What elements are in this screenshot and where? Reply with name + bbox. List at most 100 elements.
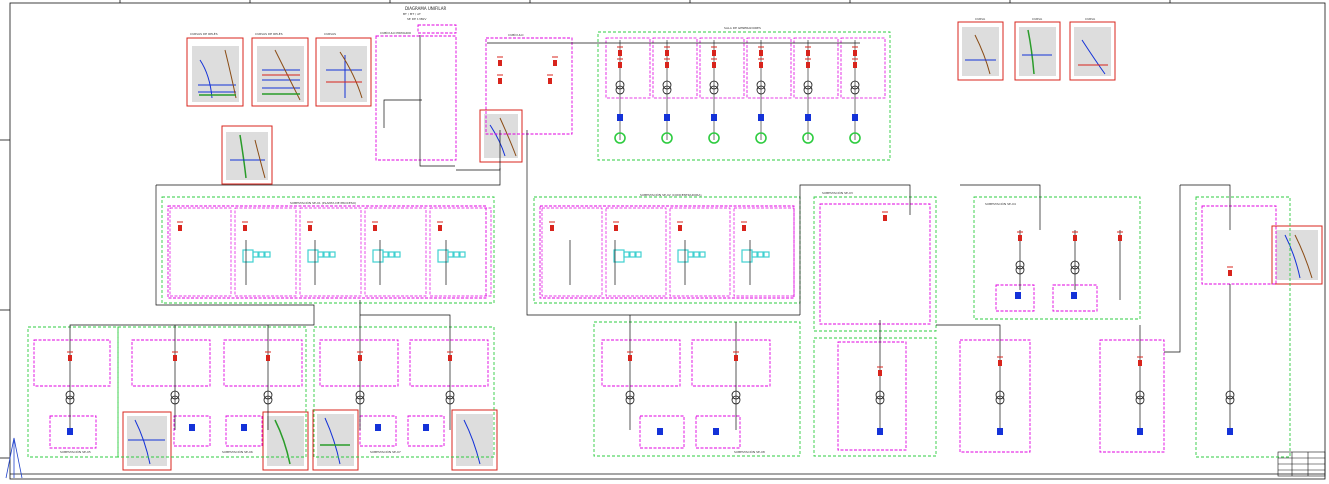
transformer-icon [756,85,766,95]
transformer-icon [850,80,860,90]
transformer-icon [625,395,635,405]
capacitor-icon [323,251,330,258]
switchgear-cell [364,207,427,297]
capacitor-icon [447,251,454,258]
relay-icon [372,249,384,263]
capacitor-icon [763,251,770,258]
curve-panel [479,109,523,163]
breaker-icon [665,62,669,68]
meter-icon [877,428,883,435]
generator-cell [652,37,698,99]
substation-se03: SUBESTACIÓN SE-03 [813,190,937,332]
breaker-icon [665,50,669,56]
curve-panel: CURVAS [315,32,372,107]
capacitor-icon [388,251,395,258]
transformer-icon [875,390,885,400]
breaker-icon [618,62,622,68]
capacitor-icon [629,251,636,258]
transformer-icon [1070,265,1080,275]
generator-icon [755,132,767,144]
transformer-icon [1015,265,1025,275]
substation-se01: SUBESTACIÓN SE-01 (PLANTA DE PROCESO) [161,196,495,304]
transformer-icon [1135,390,1145,400]
transformer-icon [662,80,672,90]
breaker-icon [734,355,738,361]
svg-text:CURVAS DE RELÉS: CURVAS DE RELÉS [190,31,218,36]
bottom-label-1: SUBESTACIÓN SE-05 [60,449,91,454]
transformer-icon [662,85,672,95]
curve-panel [122,411,172,471]
transformer-icon [1135,395,1145,405]
bottom-label-2: SUBESTACIÓN SE-06 [222,449,253,454]
generator-icon [802,132,814,144]
transformer-icon [731,390,741,400]
breaker-icon [878,370,882,376]
breaker-icon [1073,235,1077,241]
transformer-icon [170,395,180,405]
svg-text:CURVA: CURVA [1085,17,1096,21]
capacitor-icon [382,251,389,258]
generator-cell [699,37,745,99]
meter-icon [758,114,764,121]
breaker-icon [712,62,716,68]
header-line-1: DIAGRAMA UNIFILAR [405,6,446,11]
transformer-icon [1015,260,1025,270]
breaker-icon [806,62,810,68]
relay-icon [677,249,689,263]
transformer-icon [1070,260,1080,270]
north-arrow-icon [5,437,23,479]
meter-icon [805,114,811,121]
breaker-icon [628,355,632,361]
breaker-icon [548,78,552,84]
breaker-icon [1018,235,1022,241]
meter-icon [241,424,247,431]
curve-panel: CURVAS DE RELÉS [251,31,309,107]
transformer-icon [263,390,273,400]
capacitor-icon [317,251,324,258]
cubicle-label: CUBÍCULO [508,32,524,37]
svg-text:CURVAS DE RELÉS: CURVAS DE RELÉS [255,31,283,36]
substation-se01-title: SUBESTACIÓN SE-01 (PLANTA DE PROCESO) [290,200,356,205]
capacitor-icon [264,251,271,258]
breaker-icon [712,50,716,56]
generator-icon [708,132,720,144]
substation-se02: SUBESTACIÓN SE-02 (CONCENTRADORA) [533,192,801,304]
breaker-icon [373,225,377,231]
transformer-icon [445,390,455,400]
capacitor-icon [459,251,466,258]
breaker-icon [68,355,72,361]
breaker-icon [1118,235,1122,241]
generator-icon [661,132,673,144]
breaker-icon [614,225,618,231]
switchgear-cell [429,207,492,297]
capacitor-icon [699,251,706,258]
svg-text:CURVAS: CURVAS [324,32,336,36]
transformer-icon [803,85,813,95]
relay-icon [741,249,753,263]
meter-icon [189,424,195,431]
relay-icon [242,249,254,263]
curve-panel: CURVAS DE RELÉS [186,31,244,107]
transformer-icon [170,390,180,400]
breaker-icon [498,78,502,84]
breaker-icon [853,50,857,56]
title-block [1277,451,1326,477]
symbol-layer [65,46,1235,435]
breaker-icon [1228,270,1232,276]
capacitor-icon [394,251,401,258]
breaker-icon [178,225,182,231]
transformer-icon [756,80,766,90]
meter-icon [997,428,1003,435]
generator-cell [840,37,886,99]
meter-icon [67,428,73,435]
substation-se04: SUBESTACIÓN SE-04 [973,196,1141,320]
switchgear-cell [299,207,362,297]
transformer-icon [65,390,75,400]
curve-panel [312,409,359,471]
breaker-icon [266,355,270,361]
transformer-icon [803,80,813,90]
transformer-icon [1225,395,1235,405]
breaker-icon [883,215,887,221]
